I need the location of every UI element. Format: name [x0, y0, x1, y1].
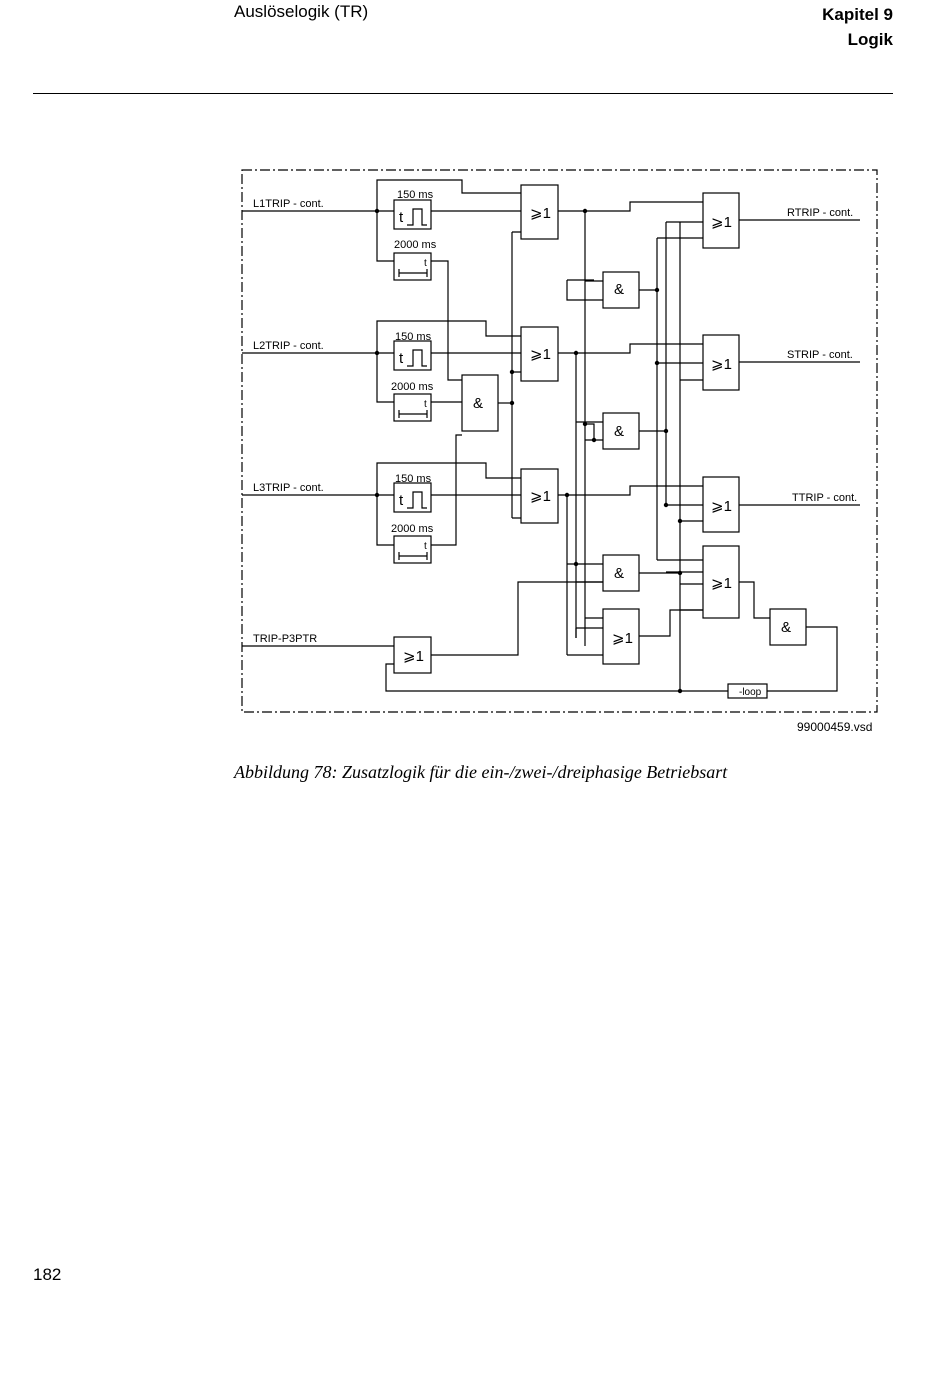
page-number: 182: [33, 1265, 62, 1284]
input-l2: L2TRIP - cont.: [253, 340, 324, 352]
diagram-border: [241, 169, 878, 713]
or-gate-phase-1: [520, 184, 559, 240]
gate-or-label-r: ⩾1: [711, 214, 732, 231]
gate-or-label-1: ⩾1: [530, 205, 551, 222]
pulse-label-3: 150 ms: [395, 473, 432, 485]
input-l1: L1TRIP - cont.: [253, 198, 324, 210]
pulse-timer-3: [393, 482, 432, 513]
figure-caption: Abbildung 78: Zusatzlogik für die ein-/z…: [234, 762, 728, 782]
output-t: TTRIP - cont.: [792, 492, 857, 504]
pulse-label-2: 150 ms: [395, 331, 432, 343]
file-id: 99000459.vsd: [797, 720, 872, 734]
delay-t-3: t: [424, 541, 427, 552]
header-chapter: Kapitel 9 Logik: [822, 2, 893, 52]
delay-timer-3: [393, 535, 432, 564]
gate-or-label-p3: ⩾1: [403, 648, 424, 665]
gate-or-label-s: ⩾1: [711, 356, 732, 373]
or-gate-phase-2: [520, 326, 559, 382]
pulse-t-1: t: [399, 209, 404, 226]
header-rule: [33, 93, 893, 94]
input-p3: TRIP-P3PTR: [253, 633, 317, 645]
gate-or-label-2: ⩾1: [530, 346, 551, 363]
gate-and-label-timers: &: [473, 395, 483, 412]
pulse-label-1: 150 ms: [397, 189, 434, 201]
gate-or-label-t: ⩾1: [711, 498, 732, 515]
delay-timer-1: [393, 252, 432, 281]
logic-diagram: L1TRIP - cont. L2TRIP - cont. L3TRIP - c…: [241, 169, 878, 734]
input-l3: L3TRIP - cont.: [253, 482, 324, 494]
pulse-timer-2: [393, 340, 432, 371]
output-s: STRIP - cont.: [787, 349, 853, 361]
loop-label: -loop: [739, 687, 762, 698]
gate-and-label-1: &: [614, 281, 624, 298]
pulse-timer-1: [393, 199, 432, 230]
chapter-number: Kapitel 9: [822, 5, 893, 24]
delay-label-2: 2000 ms: [391, 381, 434, 393]
delay-label-3: 2000 ms: [391, 523, 434, 535]
header-section: Auslöselogik (TR): [234, 2, 369, 21]
gate-and-label-2: &: [614, 423, 624, 440]
or-gate-phase-3: [520, 468, 559, 524]
gate-and-label-final: &: [781, 619, 791, 636]
delay-label-1: 2000 ms: [394, 239, 437, 251]
pulse-t-3: t: [399, 492, 404, 509]
pulse-t-2: t: [399, 350, 404, 367]
gate-or-label-3: ⩾1: [530, 488, 551, 505]
gate-or-label-any: ⩾1: [711, 575, 732, 592]
delay-timer-2: [393, 393, 432, 422]
chapter-title: Logik: [847, 30, 893, 49]
delay-t-1: t: [424, 258, 427, 269]
output-r: RTRIP - cont.: [787, 207, 853, 219]
gate-and-label-3: &: [614, 565, 624, 582]
delay-t-2: t: [424, 399, 427, 410]
gate-or-label-comb: ⩾1: [612, 630, 633, 647]
